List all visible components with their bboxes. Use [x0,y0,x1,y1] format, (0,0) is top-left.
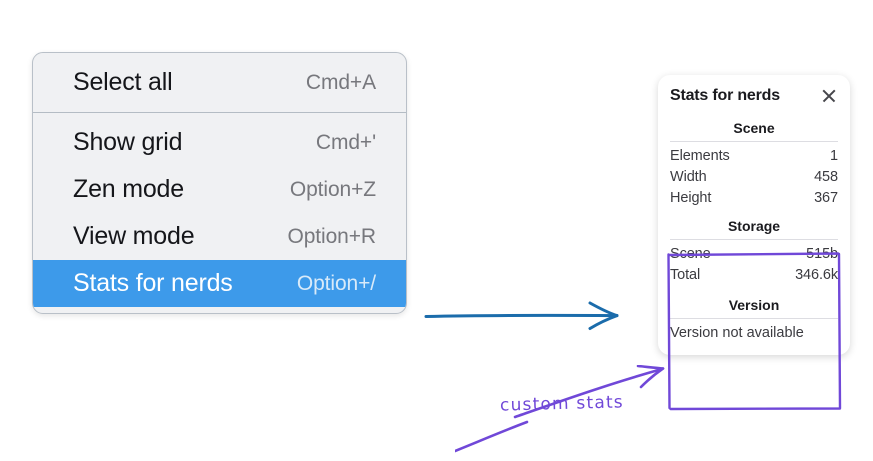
menu-group-2: Show grid Cmd+' Zen mode Option+Z View m… [33,113,406,313]
menu-item-shortcut: Option+R [287,224,376,248]
panel-title: Stats for nerds [670,87,780,104]
menu-item-stats-for-nerds[interactable]: Stats for nerds Option+/ [33,260,406,307]
version-note: Version not available [670,325,804,341]
section-heading: Scene [733,120,775,136]
menu-item-shortcut: Option+/ [296,271,376,295]
menu-item-label: Stats for nerds [73,269,233,297]
stat-key: Height [670,189,712,206]
stat-row: Scene 515b [670,243,838,264]
stats-panel-header: Stats for nerds [670,87,838,105]
close-icon[interactable] [820,87,838,105]
menu-item-label: View mode [73,222,195,250]
menu-item-zen-mode[interactable]: Zen mode Option+Z [33,166,406,213]
menu-item-view-mode[interactable]: View mode Option+R [33,213,406,260]
stat-key: Elements [670,147,730,164]
stat-value: 367 [814,189,838,206]
stat-key: Scene [670,245,711,262]
blue-pointer-arrow [424,296,624,336]
menu-item-show-grid[interactable]: Show grid Cmd+' [33,119,406,166]
menu-group-1: Select all Cmd+A [33,53,406,112]
menu-item-label: Show grid [73,128,183,156]
context-menu: Select all Cmd+A Show grid Cmd+' Zen mod… [32,52,407,314]
stats-for-nerds-panel: Stats for nerds Scene Elements 1 Width 4… [658,75,850,355]
section-scene: Scene Elements 1 Width 458 Height 367 [670,119,838,208]
stat-row: Height 367 [670,187,838,208]
section-divider [670,239,838,240]
stat-key: Total [670,266,701,283]
section-divider [670,318,838,319]
section-heading: Version [728,297,780,313]
stat-key: Width [670,168,707,185]
annotation-label-custom-stats: custom stats [499,392,625,416]
menu-item-shortcut: Cmd+A [305,70,376,94]
stat-row: Elements 1 [670,145,838,166]
menu-item-shortcut: Cmd+' [315,130,376,154]
stat-row: Width 458 [670,166,838,187]
menu-separator [33,112,406,113]
menu-item-label: Zen mode [73,175,184,203]
menu-item-shortcut: Option+Z [289,177,376,201]
stat-value: 458 [814,168,838,185]
section-storage: Storage Scene 515b Total 346.6k [670,217,838,285]
section-heading: Storage [727,218,781,234]
menu-item-label: Select all [73,68,173,96]
section-divider [670,141,838,142]
menu-item-select-all[interactable]: Select all Cmd+A [33,59,406,106]
stat-row: Total 346.6k [670,264,838,285]
stat-value: 346.6k [795,266,838,283]
stat-value: 515b [806,245,838,262]
section-version: Version Version not available [670,296,838,341]
stat-value: 1 [830,147,838,164]
